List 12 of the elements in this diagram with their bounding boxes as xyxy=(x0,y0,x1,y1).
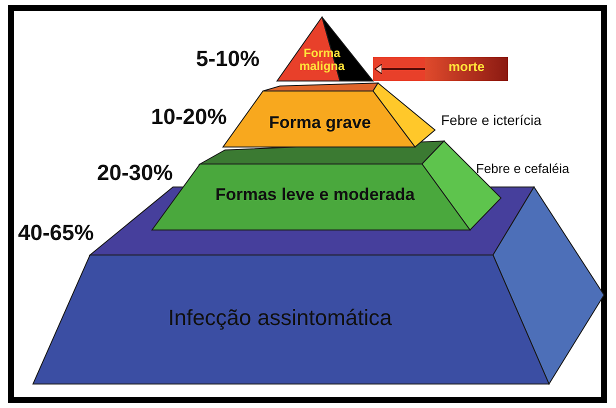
percentage-label: 10-20% xyxy=(151,104,227,130)
symptom-label: Febre e icterícia xyxy=(441,112,542,128)
tier-label: Forma grave xyxy=(268,114,372,132)
symptom-label: Febre e cefaléia xyxy=(476,161,570,176)
percentage-label: 20-30% xyxy=(97,160,173,186)
percentage-label: 40-65% xyxy=(18,220,94,246)
label-bar xyxy=(425,57,508,81)
percentage-label: 5-10% xyxy=(196,46,260,72)
tier-label: Formas leve e moderada xyxy=(214,186,416,204)
arrow xyxy=(374,64,425,74)
tier-label: Infecção assintomática xyxy=(167,306,393,330)
tier-label: morte xyxy=(447,60,486,74)
